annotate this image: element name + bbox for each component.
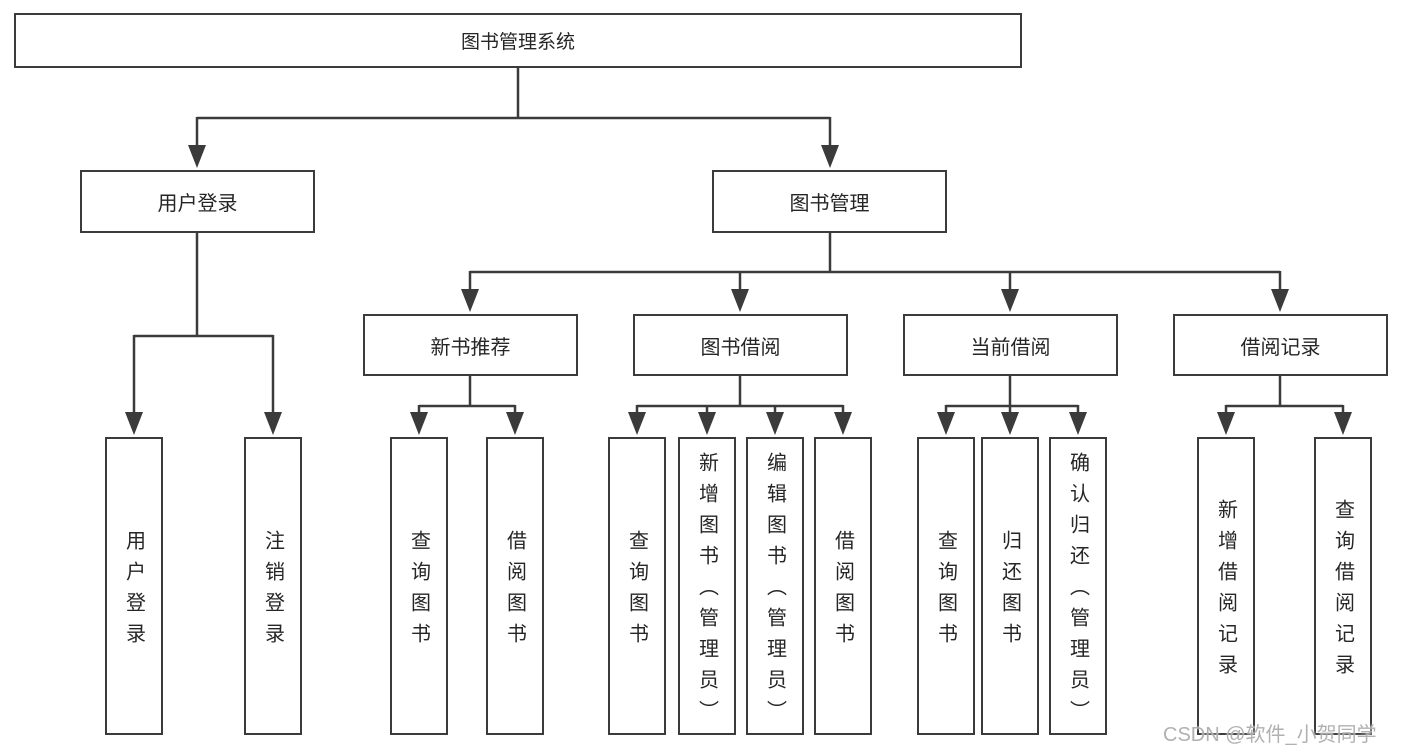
leaf-query-books-borrowing-label: 查询图书 (625, 529, 648, 654)
node-user-login-label: 用户登录 (157, 193, 238, 215)
leaf-query-books-recommend-label: 查询图书 (407, 529, 430, 654)
node-current-borrowing: 当前借阅 (903, 314, 1118, 376)
node-borrowing-records: 借阅记录 (1173, 314, 1388, 376)
node-book-borrowing: 图书借阅 (633, 314, 848, 376)
node-root-label: 图书管理系统 (460, 32, 575, 53)
leaf-edit-books-admin: 编辑图书（管理员） (746, 437, 804, 735)
watermark-text: CSDN @软件_小贺同学 (1163, 724, 1377, 746)
leaf-query-books-borrowing: 查询图书 (608, 437, 666, 735)
leaf-return-books: 归还图书 (981, 437, 1039, 735)
node-book-borrowing-label: 图书借阅 (700, 336, 781, 359)
leaf-add-borrow-record-label: 新增借阅记录 (1214, 498, 1237, 685)
leaf-query-books-recommend: 查询图书 (390, 437, 448, 735)
leaf-edit-books-admin-label: 编辑图书（管理员） (763, 452, 786, 731)
leaf-borrow-books-borrowing-label: 借阅图书 (831, 529, 854, 654)
leaf-query-books-current: 查询图书 (917, 437, 975, 735)
leaf-borrow-books-recommend: 借阅图书 (486, 437, 544, 735)
leaf-logout: 注销登录 (244, 437, 302, 735)
leaf-query-books-current-label: 查询图书 (934, 529, 957, 654)
leaf-query-borrow-record: 查询借阅记录 (1314, 437, 1372, 735)
node-root: 图书管理系统 (14, 13, 1022, 68)
leaf-add-borrow-record: 新增借阅记录 (1197, 437, 1255, 735)
node-book-management-label: 图书管理 (789, 193, 870, 215)
node-book-management: 图书管理 (712, 170, 947, 233)
node-new-book-recommendation-label: 新书推荐 (430, 336, 511, 359)
leaf-add-books-admin-label: 新增图书（管理员） (695, 452, 718, 731)
leaf-user-login: 用户登录 (105, 437, 163, 735)
leaf-confirm-return-admin: 确认归还（管理员） (1049, 437, 1107, 735)
node-current-borrowing-label: 当前借阅 (970, 336, 1051, 359)
leaf-borrow-books-borrowing: 借阅图书 (814, 437, 872, 735)
node-user-login: 用户登录 (80, 170, 315, 233)
leaf-add-books-admin: 新增图书（管理员） (678, 437, 736, 735)
leaf-confirm-return-admin-label: 确认归还（管理员） (1066, 452, 1089, 731)
leaf-return-books-label: 归还图书 (998, 529, 1021, 654)
leaf-query-borrow-record-label: 查询借阅记录 (1331, 498, 1354, 685)
leaf-borrow-books-recommend-label: 借阅图书 (503, 529, 526, 654)
leaf-user-login-label: 用户登录 (122, 529, 145, 654)
node-new-book-recommendation: 新书推荐 (363, 314, 578, 376)
arrowheads (125, 145, 1352, 435)
node-borrowing-records-label: 借阅记录 (1240, 336, 1321, 359)
leaf-logout-label: 注销登录 (261, 529, 284, 654)
